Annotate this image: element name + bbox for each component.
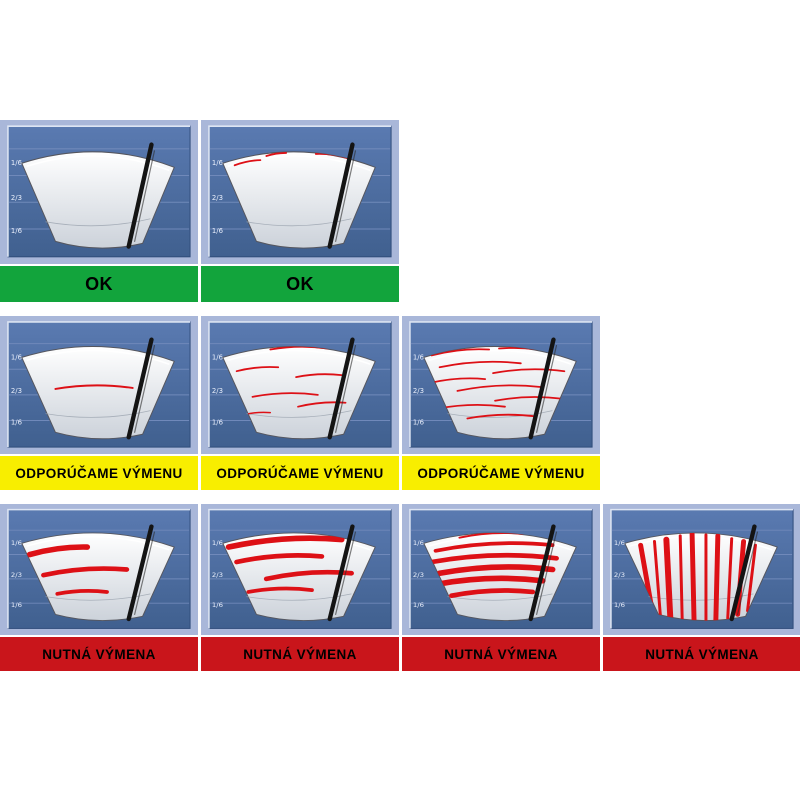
status-label-recommend: ODPORÚČAME VÝMENU (0, 456, 198, 490)
svg-text:1/6: 1/6 (11, 418, 22, 426)
wiper-sweep-graphic: 1/6 2/3 1/6 (201, 120, 399, 264)
svg-text:2/3: 2/3 (614, 571, 625, 579)
svg-text:1/6: 1/6 (212, 418, 223, 426)
svg-text:1/6: 1/6 (614, 539, 625, 547)
wiper-sweep-graphic: 1/6 2/3 1/6 (201, 316, 399, 454)
wiper-panel-several-thin-streaks: 1/6 2/3 1/6 (201, 316, 399, 454)
wiper-sweep-graphic: 1/6 2/3 1/6 (201, 504, 399, 635)
wiper-sweep-graphic: 1/6 2/3 1/6 (603, 504, 800, 635)
wiper-sweep-graphic: 1/6 2/3 1/6 (0, 316, 198, 454)
wiper-sweep-graphic: 1/6 2/3 1/6 (402, 504, 600, 635)
svg-text:1/6: 1/6 (413, 539, 424, 547)
svg-text:1/6: 1/6 (11, 158, 23, 167)
svg-text:2/3: 2/3 (413, 571, 424, 579)
svg-text:1/6: 1/6 (614, 601, 625, 609)
svg-text:1/6: 1/6 (212, 226, 224, 235)
status-label-ok: OK (0, 266, 198, 302)
status-label-required: NUTNÁ VÝMENA (402, 637, 600, 671)
svg-text:1/6: 1/6 (413, 418, 424, 426)
status-label-required: NUTNÁ VÝMENA (0, 637, 198, 671)
svg-text:2/3: 2/3 (413, 387, 424, 395)
svg-text:2/3: 2/3 (212, 193, 223, 202)
svg-text:1/6: 1/6 (11, 539, 22, 547)
svg-text:2/3: 2/3 (11, 387, 22, 395)
svg-text:1/6: 1/6 (413, 353, 424, 361)
svg-text:1/6: 1/6 (413, 601, 424, 609)
wiper-panel-vertical-streaking: 1/6 2/3 1/6 (603, 504, 800, 635)
svg-text:1/6: 1/6 (212, 539, 223, 547)
svg-text:2/3: 2/3 (11, 571, 22, 579)
wiper-panel-few-thick-smears: 1/6 2/3 1/6 (0, 504, 198, 635)
svg-text:2/3: 2/3 (212, 571, 223, 579)
status-label-recommend: ODPORÚČAME VÝMENU (402, 456, 600, 490)
wiper-sweep-graphic: 1/6 2/3 1/6 (0, 504, 198, 635)
wiper-panel-more-thick-smears: 1/6 2/3 1/6 (201, 504, 399, 635)
svg-text:1/6: 1/6 (212, 353, 223, 361)
svg-text:1/6: 1/6 (11, 601, 22, 609)
wiper-sweep-graphic: 1/6 2/3 1/6 (0, 120, 198, 264)
status-label-required: NUTNÁ VÝMENA (603, 637, 800, 671)
status-label-recommend: ODPORÚČAME VÝMENU (201, 456, 399, 490)
wiper-panel-minor-top-marks: 1/6 2/3 1/6 (201, 120, 399, 264)
wiper-sweep-graphic: 1/6 2/3 1/6 (402, 316, 600, 454)
wiper-panel-clean: 1/6 2/3 1/6 (0, 120, 198, 264)
status-label-ok: OK (201, 266, 399, 302)
wiper-panel-single-thin-streak: 1/6 2/3 1/6 (0, 316, 198, 454)
svg-text:2/3: 2/3 (212, 387, 223, 395)
wiper-panel-many-thin-streaks: 1/6 2/3 1/6 (402, 316, 600, 454)
svg-text:1/6: 1/6 (212, 601, 223, 609)
svg-text:1/6: 1/6 (11, 226, 23, 235)
wiper-panel-heavy-thick-smears: 1/6 2/3 1/6 (402, 504, 600, 635)
status-label-required: NUTNÁ VÝMENA (201, 637, 399, 671)
svg-text:1/6: 1/6 (212, 158, 224, 167)
svg-text:1/6: 1/6 (11, 353, 22, 361)
svg-text:2/3: 2/3 (11, 193, 22, 202)
